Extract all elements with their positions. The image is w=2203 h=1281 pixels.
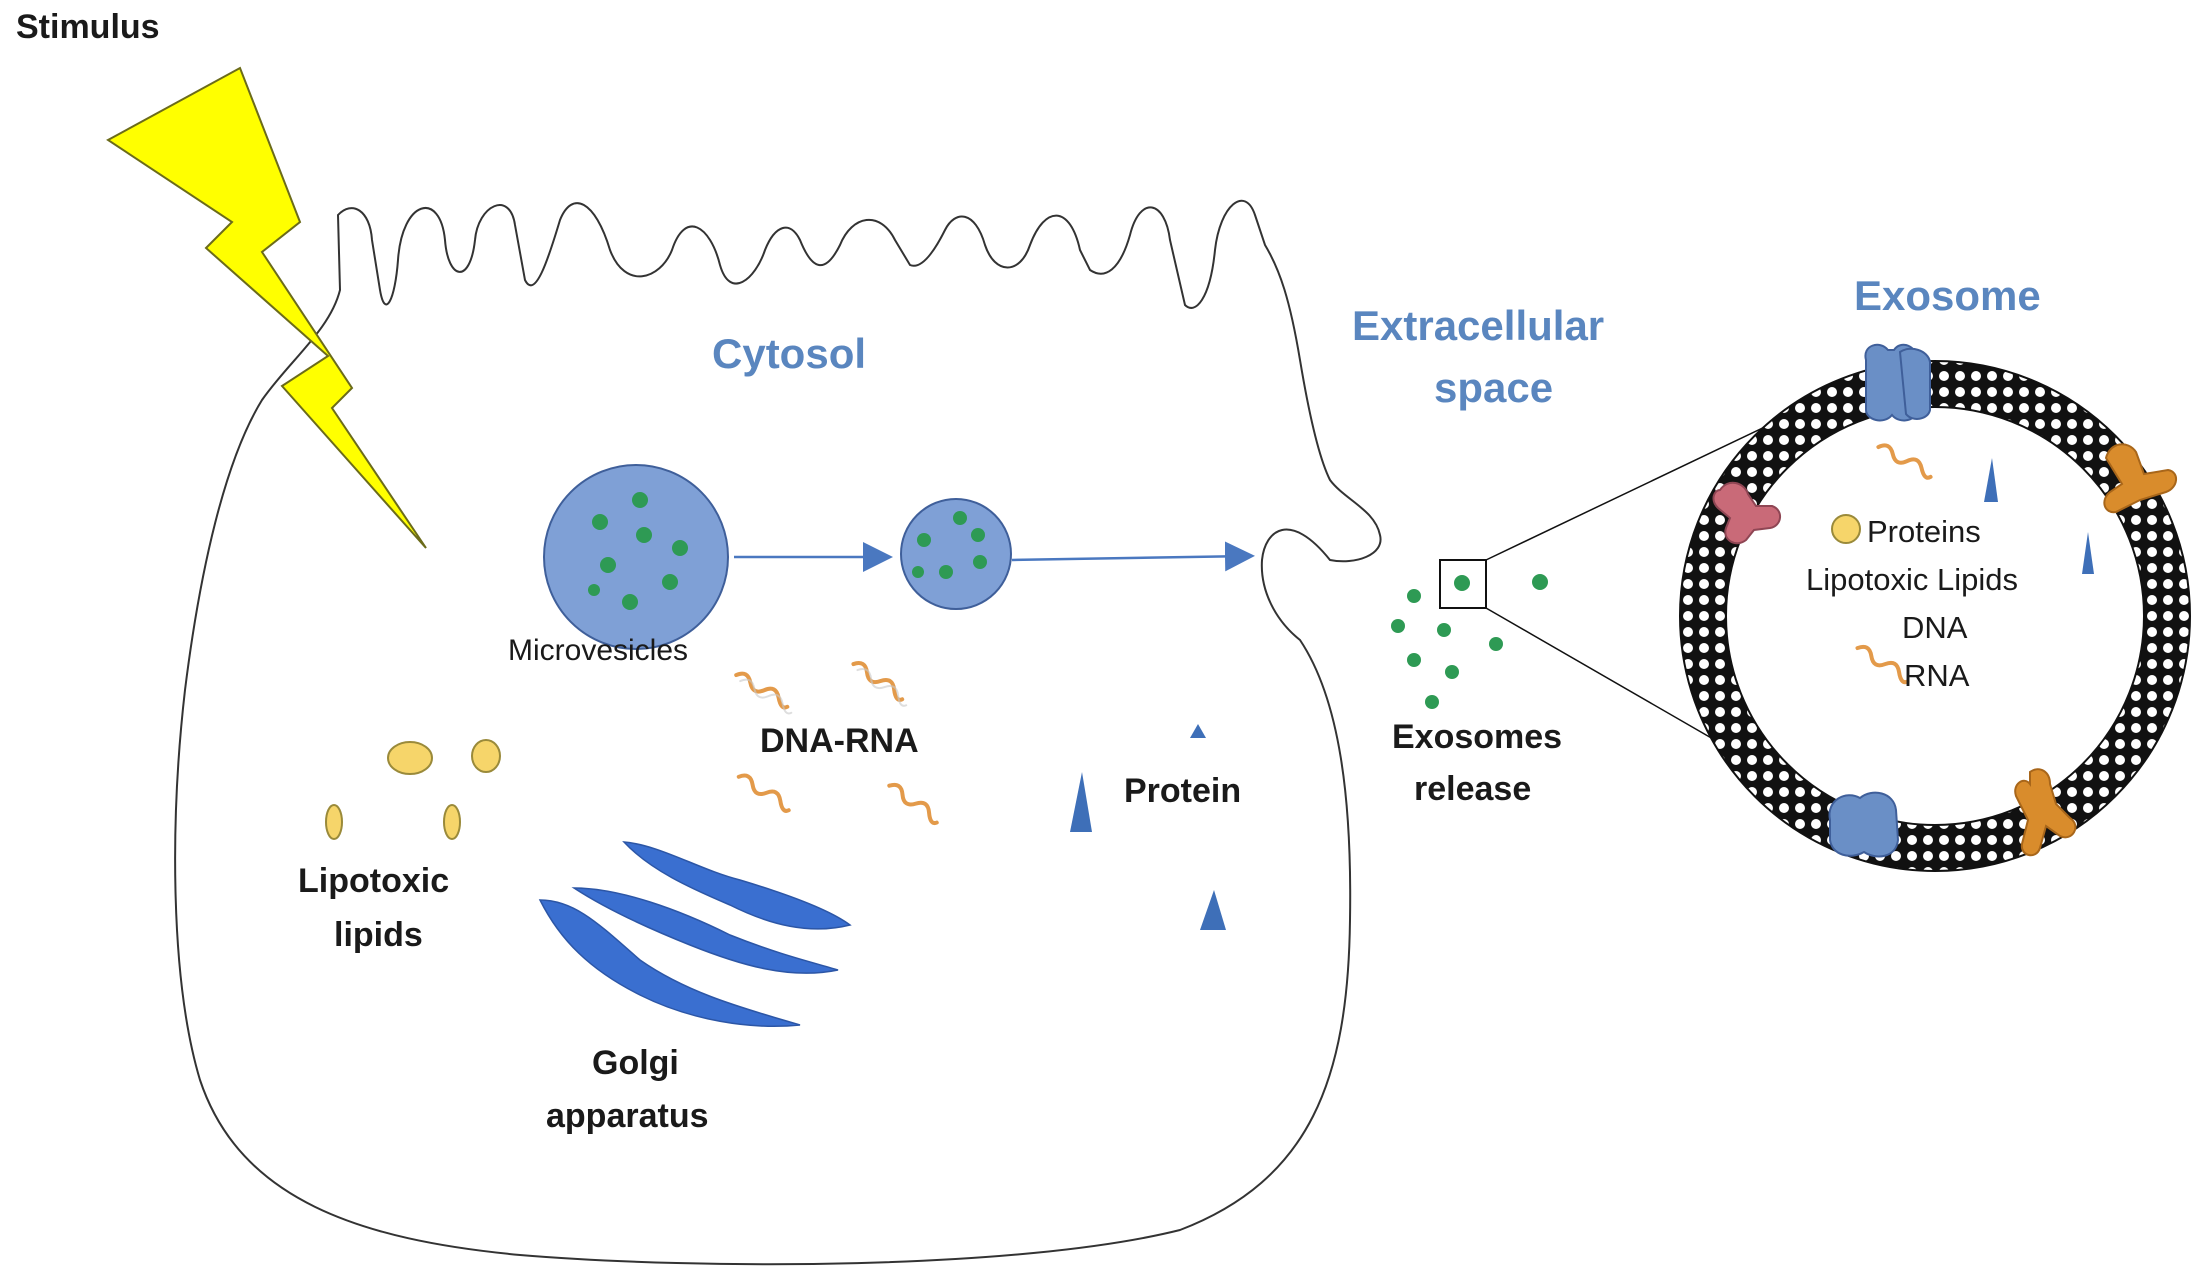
- dna-rna-label: DNA-RNA: [760, 722, 919, 760]
- exosome-content-dna: DNA: [1902, 610, 1968, 645]
- golgi-apparatus: [538, 841, 852, 1027]
- receptor-orange-right-icon: [2103, 443, 2177, 514]
- receptor-blue-top-icon: [1864, 343, 1931, 422]
- protein-icons: [1070, 724, 1226, 930]
- exosome-rna-strand-top: [1876, 443, 1933, 480]
- released-exosomes: [1391, 574, 1548, 709]
- golgi-label-line1: Golgi: [592, 1044, 679, 1082]
- exosome-lipid-icon: [1831, 514, 1861, 544]
- dna-rna-strands-shadow: [739, 668, 908, 715]
- extracellular-label-line1: Extracellular: [1352, 302, 1604, 349]
- exosome-membrane-outer-edge: [1679, 360, 2191, 872]
- lipid-droplets: [325, 739, 501, 840]
- exosomes-release-label-line1: Exosomes: [1392, 718, 1562, 756]
- exosome-content-proteins: Proteins: [1867, 514, 1981, 549]
- exosome-membrane-inner-edge: [1725, 406, 2145, 826]
- lightning-bolt-icon: [106, 66, 427, 549]
- cytosol-label: Cytosol: [712, 330, 866, 377]
- receptor-blue-bottom-icon: [1828, 791, 1900, 858]
- lipotoxic-lipids-label-line1: Lipotoxic: [298, 862, 449, 900]
- lipotoxic-lipids-label-line2: lipids: [334, 916, 423, 954]
- microvesicle-large-cargo: [588, 492, 688, 610]
- exosomes-release-label-line2: release: [1414, 770, 1531, 808]
- microvesicle-large: [543, 464, 729, 650]
- exosome-label: Exosome: [1854, 272, 2041, 319]
- exosome-content-lipotoxic-lipids: Lipotoxic Lipids: [1806, 562, 2018, 597]
- exosome-content-rna: RNA: [1904, 658, 1970, 693]
- protein-label: Protein: [1124, 772, 1241, 810]
- stimulus-label: Stimulus: [16, 8, 160, 46]
- exosome-protein-right: [2082, 532, 2094, 574]
- zoom-box: [1439, 559, 1487, 609]
- golgi-label-line2: apparatus: [546, 1097, 709, 1135]
- receptor-pink-left-icon: [1712, 481, 1781, 545]
- cell-membrane: [174, 199, 1382, 1266]
- microvesicles-label: Microvesicles: [508, 634, 688, 667]
- dna-rna-strands: [734, 661, 939, 826]
- exosome-rna-strand-bottom: [1855, 644, 1910, 685]
- exosome-membrane: [1680, 361, 2190, 871]
- extracellular-label-line2: space: [1434, 364, 1553, 411]
- microvesicle-small-cargo: [912, 511, 987, 579]
- microvesicle-small: [900, 498, 1012, 610]
- receptor-orange-bottom-icon: [2014, 768, 2077, 857]
- arrow-vesicle-to-membrane: [1011, 541, 1255, 572]
- exosome-protein-top: [1984, 458, 1998, 502]
